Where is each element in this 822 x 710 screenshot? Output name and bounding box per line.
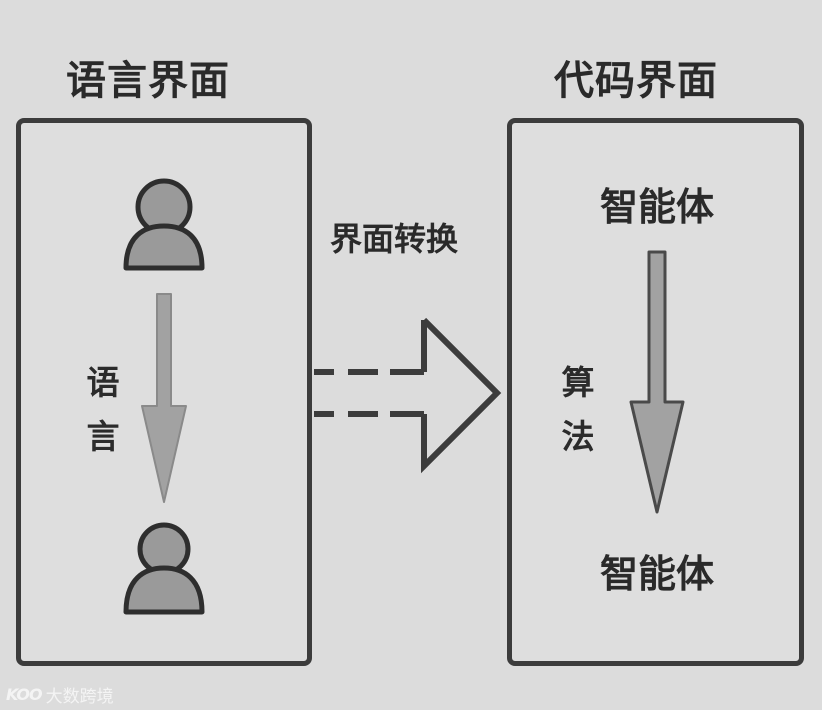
language-char-2: 言 [86, 417, 120, 456]
down-arrow-icon-left [141, 293, 187, 503]
down-arrow-icon-right [629, 250, 685, 514]
watermark: KOO 大数跨境 [6, 682, 114, 707]
algorithm-vertical-label: 算 法 [558, 356, 598, 464]
algorithm-char-1: 算 [561, 363, 595, 402]
agent-label-bottom: 智能体 [599, 552, 714, 596]
person-icon-bottom [123, 522, 205, 615]
person-icon-top [123, 178, 205, 271]
watermark-text: 大数跨境 [45, 687, 114, 707]
interface-conversion-label: 界面转换 [330, 220, 459, 258]
agent-label-top: 智能体 [599, 185, 714, 229]
left-panel-title: 语言界面 [66, 58, 230, 104]
dashed-right-arrow-icon [314, 317, 502, 474]
language-vertical-label: 语 言 [83, 356, 123, 464]
watermark-logo: KOO [6, 685, 43, 704]
algorithm-char-2: 法 [561, 417, 595, 456]
language-char-1: 语 [86, 363, 120, 402]
right-panel-title: 代码界面 [554, 58, 718, 104]
